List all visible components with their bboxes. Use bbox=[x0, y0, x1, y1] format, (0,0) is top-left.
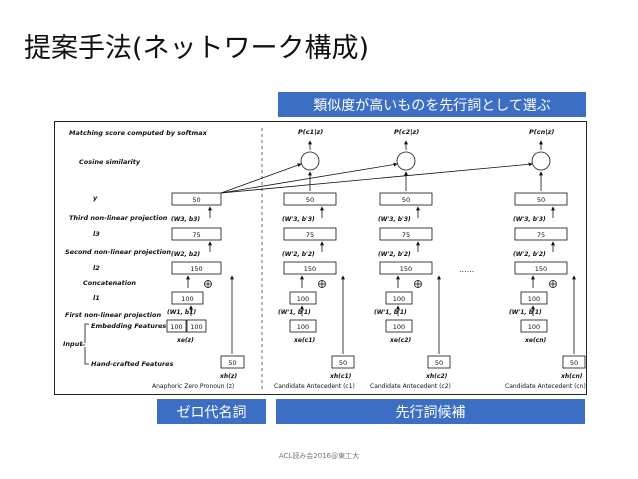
link-to-candidate-2 bbox=[220, 162, 398, 194]
zp-l3-value: 75 bbox=[192, 231, 200, 239]
candidate-l1-value: 100 bbox=[528, 295, 540, 303]
label-l3: l3 bbox=[93, 230, 100, 238]
label-embedding-features: Embedding Features bbox=[91, 322, 166, 330]
candidate-w3: (W'3, b'3) bbox=[513, 216, 546, 223]
candidate-w1: (W'1, b'1) bbox=[374, 309, 407, 316]
candidate-l3-value: 75 bbox=[402, 231, 410, 239]
candidate-y-value: 50 bbox=[306, 196, 314, 204]
candidate-emb-value: 100 bbox=[297, 323, 309, 331]
label-concatenation: Concatenation bbox=[83, 279, 136, 287]
candidate-l1-value: 100 bbox=[393, 295, 405, 303]
candidate-emb-value: 100 bbox=[528, 323, 540, 331]
label-matching-score: Matching score computed by softmax bbox=[69, 129, 208, 137]
candidate-w1: (W'1, b'1) bbox=[509, 309, 542, 316]
zp-caption: Anaphoric Zero Pronoun (z) bbox=[152, 383, 234, 390]
candidate-w2: (W'2, b'2) bbox=[282, 251, 315, 258]
candidate-w3: (W'3, b'3) bbox=[282, 216, 315, 223]
candidate-networks: P(c1|z) 50 75 150 100 100 50 (W'3, b'3) (W'2, b'… bbox=[274, 128, 586, 390]
candidate-l1-value: 100 bbox=[297, 295, 309, 303]
candidate-caption-3: Candidate Antecedent (cn) bbox=[505, 383, 586, 390]
zp-l1-value: 100 bbox=[181, 295, 193, 303]
candidate-xh: xh(c1) bbox=[329, 373, 352, 380]
candidate-l2-value: 150 bbox=[304, 265, 316, 273]
candidate-w1: (W'1, b'1) bbox=[278, 309, 311, 316]
candidate-l3-value: 75 bbox=[306, 231, 314, 239]
candidate-score-3: P(cn|z) bbox=[529, 128, 554, 137]
label-y: y bbox=[93, 194, 98, 202]
candidate-y-value: 50 bbox=[537, 196, 545, 204]
input-bracket bbox=[81, 323, 89, 365]
candidate-network-3: P(cn|z) 50 75 150 100 100 50 (W'3, b'3) (W'2, b'… bbox=[505, 128, 586, 390]
candidate-antecedent-label: 先行詞候補 bbox=[276, 399, 585, 424]
label-cosine-similarity: Cosine similarity bbox=[79, 158, 141, 166]
candidate-score-1: P(c1|z) bbox=[298, 128, 323, 137]
zero-pronoun-label: ゼロ代名詞 bbox=[157, 399, 266, 424]
candidate-xh: xh(c2) bbox=[425, 373, 448, 380]
candidate-network-1: P(c1|z) 50 75 150 100 100 50 (W'3, b'3) (W'2, b'… bbox=[274, 128, 355, 390]
zero-pronoun-network: 50 75 150 100 100 100 50 (W3, b3) (W2, b… bbox=[152, 192, 245, 390]
label-input: Input bbox=[63, 340, 83, 348]
label-l2: l2 bbox=[93, 264, 100, 272]
zp-xh: xh(z) bbox=[219, 373, 237, 380]
candidate-hand-value: 50 bbox=[339, 359, 347, 367]
candidate-l2-value: 150 bbox=[535, 265, 547, 273]
candidate-xe: xe(cn) bbox=[524, 337, 547, 344]
candidate-network-2: P(c2|z) 50 75 150 100 100 50 (W'3, b'3) (W'2, b'… bbox=[370, 128, 451, 390]
footer-text: ACL読み会2016@東工大 bbox=[278, 452, 360, 460]
zp-w3: (W3, b3) bbox=[171, 216, 200, 223]
candidate-hand-value: 50 bbox=[570, 359, 578, 367]
candidate-xe: xe(c2) bbox=[389, 337, 411, 344]
link-to-candidate-1 bbox=[220, 163, 302, 194]
candidate-caption-2: Candidate Antecedent (c2) bbox=[370, 383, 451, 390]
label-l1: l1 bbox=[93, 294, 100, 302]
candidate-w2: (W'2, b'2) bbox=[378, 251, 411, 258]
candidate-y-value: 50 bbox=[402, 196, 410, 204]
slide-title: 提案手法(ネットワーク構成) bbox=[24, 33, 370, 64]
candidate-l3-value: 75 bbox=[537, 231, 545, 239]
zp-w2: (W2, b2) bbox=[171, 251, 200, 258]
zp-emb-b-value: 100 bbox=[190, 323, 202, 331]
candidate-w2: (W'2, b'2) bbox=[513, 251, 546, 258]
candidate-xe: xe(c1) bbox=[293, 337, 315, 344]
candidate-xh: xh(cn) bbox=[560, 373, 583, 380]
label-third-projection: Third non-linear projection bbox=[69, 214, 168, 222]
zp-xe: xe(z) bbox=[176, 337, 194, 344]
similarity-links bbox=[220, 162, 533, 194]
zp-y-value: 50 bbox=[192, 196, 200, 204]
label-first-projection: First non-linear projection bbox=[65, 311, 161, 319]
zp-emb-a-value: 100 bbox=[170, 323, 182, 331]
ellipsis: ...... bbox=[459, 265, 474, 274]
candidate-hand-value: 50 bbox=[435, 359, 443, 367]
zp-l2-value: 150 bbox=[190, 265, 202, 273]
network-diagram: Matching score computed by softmax Cosin… bbox=[54, 121, 587, 395]
zp-hand-value: 50 bbox=[228, 359, 236, 367]
candidate-caption-1: Candidate Antecedent (c1) bbox=[274, 383, 355, 390]
candidate-l2-value: 150 bbox=[400, 265, 412, 273]
link-to-candidate-3 bbox=[220, 162, 533, 194]
top-callout: 類似度が高いものを先行詞として選ぶ bbox=[278, 92, 586, 117]
candidate-emb-value: 100 bbox=[393, 323, 405, 331]
zp-w1: (W1, b1) bbox=[167, 309, 196, 316]
candidate-score-2: P(c2|z) bbox=[394, 128, 419, 137]
label-second-projection: Second non-linear projection bbox=[65, 248, 171, 256]
candidate-w3: (W'3, b'3) bbox=[378, 216, 411, 223]
label-hand-crafted: Hand-crafted Features bbox=[91, 360, 174, 368]
